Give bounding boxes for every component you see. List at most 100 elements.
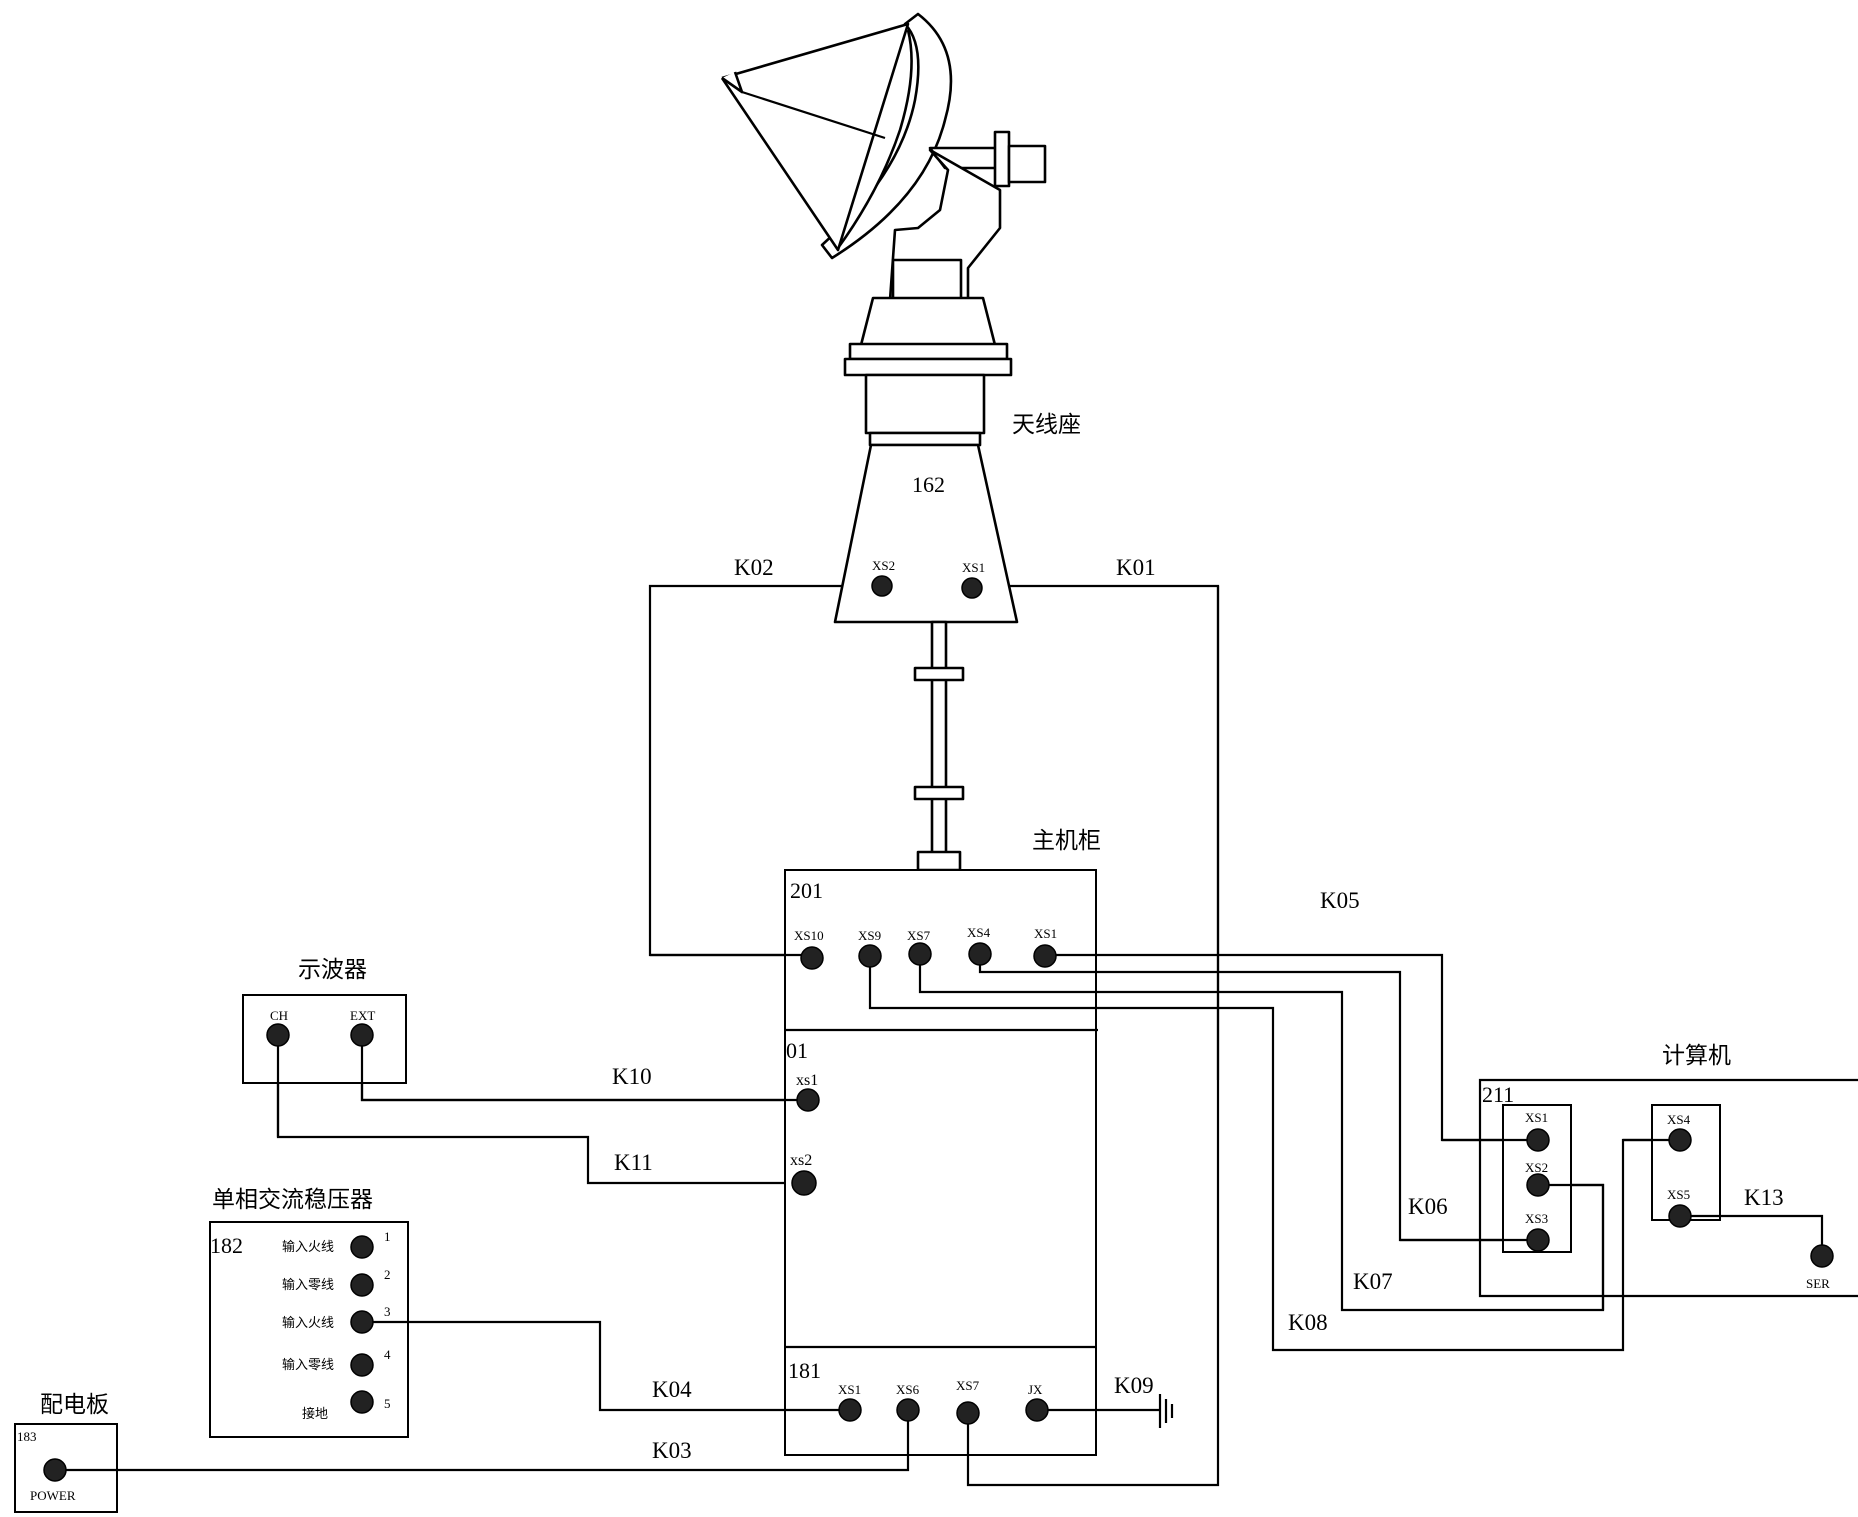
regulator-terminal-2[interactable] (350, 1273, 374, 1297)
antenna-shaft (930, 620, 948, 859)
cable-k09-label: K09 (1114, 1373, 1154, 1398)
cable-k05-label: K05 (1320, 888, 1360, 913)
antenna-assembly (720, 12, 1047, 872)
computer-port-ser[interactable] (1810, 1244, 1834, 1268)
computer-port-xs1[interactable] (1526, 1128, 1550, 1152)
distribution-label: 配电板 (40, 1392, 109, 1418)
antenna-dish (820, 12, 953, 260)
regulator-terminal-3-label: 输入火线 (282, 1315, 334, 1331)
antenna-axle (1007, 144, 1047, 184)
regulator-terminal-1-label: 输入火线 (282, 1239, 334, 1255)
cabinet-181-port-xs7[interactable] (956, 1401, 980, 1425)
connectors (43, 575, 1834, 1482)
cabinet-181-jx-label: JX (1028, 1382, 1043, 1397)
wire-k01 (966, 584, 1220, 1487)
computer-xs2-label: XS2 (1525, 1160, 1548, 1175)
cable-k06-label: K06 (1408, 1194, 1448, 1219)
oscilloscope-label: 示波器 (298, 957, 367, 983)
cabinet-201-xs10-label: XS10 (794, 928, 824, 943)
antenna-mount-label: 天线座 (1012, 412, 1081, 438)
wire-k10 (360, 1038, 808, 1102)
cable-k02-label: K02 (734, 555, 774, 580)
regulator-num-1: 1 (384, 1229, 391, 1244)
antenna-num-label: 162 (912, 472, 945, 497)
antenna-shaft-foot (916, 850, 962, 872)
regulator-terminal-5[interactable] (350, 1390, 374, 1414)
distribution-port-power[interactable] (43, 1458, 67, 1482)
cabinet-181-port-xs1[interactable] (838, 1398, 862, 1422)
labels: 天线座 162 XS2 XS1 主机柜 2 01 XS10 XS9 XS7 XS4… (17, 412, 1830, 1503)
cabinet-01-label: 01 (786, 1038, 808, 1063)
computer-xs1-label: XS1 (1525, 1110, 1548, 1125)
wire-k08-over (868, 952, 1096, 1010)
antenna-feed (720, 22, 910, 252)
cabinet-181-port-jx[interactable] (1025, 1398, 1049, 1422)
cabinet-port-xs4[interactable] (968, 942, 992, 966)
wire-k03 (55, 1410, 910, 1472)
oscilloscope-port-ch[interactable] (266, 1023, 290, 1047)
antenna-port-xs2[interactable] (871, 575, 893, 597)
cabinet-181-port-xs6[interactable] (896, 1398, 920, 1422)
cabinet-port-xs1[interactable] (1033, 944, 1057, 968)
wire-k04 (390, 1320, 850, 1412)
cabinet-201-xs1-label: XS1 (1034, 926, 1057, 941)
cabinet-201-xs7-label: XS7 (907, 928, 931, 943)
regulator-terminal-1[interactable] (350, 1235, 374, 1259)
wire-k05 (1045, 953, 1538, 1142)
regulator-terminal-5-label: 接地 (302, 1406, 328, 1422)
regulator-num-4: 4 (384, 1347, 391, 1362)
computer-port-xs4[interactable] (1668, 1128, 1692, 1152)
cabinet-01-xs1-label: xs1 (796, 1072, 818, 1089)
computer-port-xs2[interactable] (1526, 1173, 1550, 1197)
wire-k13 (1680, 1214, 1824, 1252)
computer-xs5-label: XS5 (1667, 1187, 1690, 1202)
cable-k13-label: K13 (1744, 1185, 1784, 1210)
cabinet-01-port-xs1[interactable] (796, 1088, 820, 1112)
oscilloscope-ext-label: EXT (350, 1008, 375, 1023)
regulator-terminal-4[interactable] (350, 1353, 374, 1377)
cable-k08-label: K08 (1288, 1310, 1328, 1335)
computer-ser-label: SER (1806, 1276, 1830, 1291)
cable-k03-label: K03 (652, 1438, 692, 1463)
antenna-xs2-label: XS2 (872, 558, 895, 573)
cabinet-181-xs7-label: XS7 (956, 1378, 980, 1393)
regulator-box (209, 1221, 409, 1438)
oscilloscope-port-ext[interactable] (350, 1023, 374, 1047)
regulator-terminal-3[interactable] (350, 1310, 374, 1334)
main-cabinet-label: 主机柜 (1032, 828, 1101, 854)
antenna-shaft-coupler-2 (913, 785, 965, 801)
computer-box (1478, 1078, 1858, 1298)
regulator-num-3: 3 (384, 1304, 391, 1319)
cable-k10-label: K10 (612, 1064, 652, 1089)
antenna-collar (843, 357, 1013, 377)
regulator-num-label: 182 (210, 1233, 243, 1258)
antenna-base-plate (848, 342, 1009, 361)
cabinet-port-xs7[interactable] (908, 942, 932, 966)
cabinet-201-xs9-label: XS9 (858, 928, 881, 943)
cable-k11-label: K11 (614, 1150, 653, 1175)
cable-k01-label: K01 (1116, 555, 1156, 580)
antenna-ring (868, 431, 982, 447)
cabinet-port-xs10[interactable] (800, 946, 824, 970)
regulator-terminal-2-label: 输入零线 (282, 1277, 334, 1293)
regulator-num-2: 2 (384, 1267, 391, 1282)
cabinet-01-xs2-label: xs2 (790, 1152, 812, 1169)
computer-xs3-label: XS3 (1525, 1211, 1548, 1226)
antenna-body (864, 373, 986, 435)
cabinet-port-xs9[interactable] (858, 944, 882, 968)
computer-xs4-label: XS4 (1667, 1112, 1691, 1127)
cabinet-201-xs4-label: XS4 (967, 925, 991, 940)
computer-num-label: 211 (1482, 1082, 1514, 1107)
ground-symbol (1158, 1394, 1174, 1428)
antenna-shaft-coupler-1 (913, 666, 965, 682)
wire-k10-over (360, 1038, 808, 1102)
antenna-port-xs1[interactable] (961, 577, 983, 599)
cabinet-181-xs6-label: XS6 (896, 1382, 920, 1397)
computer-port-xs5[interactable] (1668, 1204, 1692, 1228)
cable-k04-label: K04 (652, 1377, 692, 1402)
computer-port-xs3[interactable] (1526, 1228, 1550, 1252)
distribution-num-label: 183 (17, 1429, 37, 1444)
cabinet-01-port-xs2[interactable] (791, 1170, 817, 1196)
